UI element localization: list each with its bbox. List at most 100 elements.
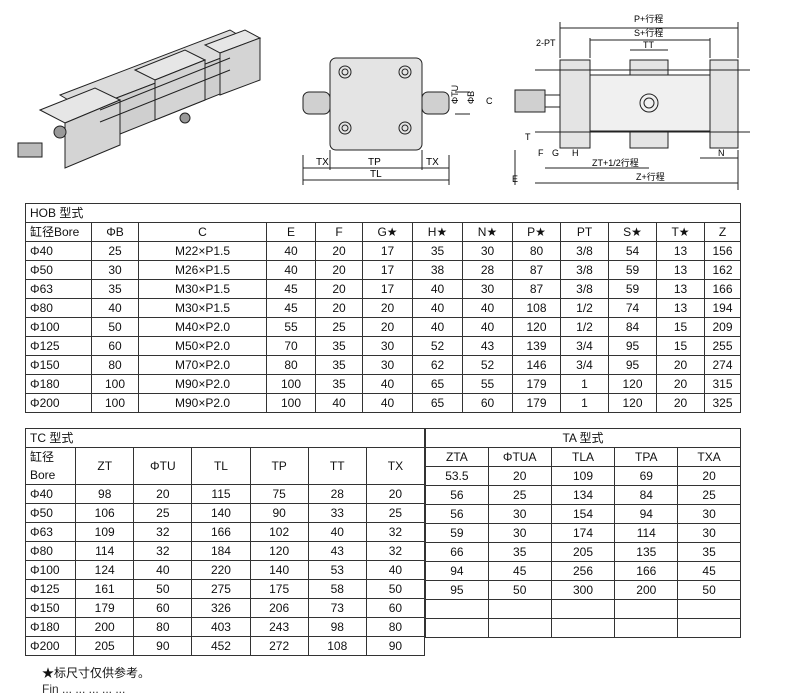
table-cell: M70×P2.0: [138, 355, 267, 375]
table-cell: Φ125: [24, 579, 77, 599]
table-cell: 40: [412, 279, 463, 299]
table-cell: 25: [315, 317, 363, 337]
table-cell: 40: [412, 317, 463, 337]
table-cell: 13: [656, 241, 705, 261]
table-cell: 272: [249, 636, 309, 656]
table-cell: Φ50: [25, 260, 92, 280]
table-cell: [487, 618, 552, 638]
table-cell: 45: [266, 298, 316, 318]
g-label: G: [552, 148, 559, 158]
column-header: TL: [191, 447, 251, 485]
t-label: T: [525, 132, 531, 142]
column-header: PT: [560, 222, 609, 242]
table-cell: 32: [133, 522, 193, 542]
table-cell: 50: [365, 579, 426, 599]
table-cell: 256: [550, 561, 616, 581]
table-cell: 205: [75, 636, 135, 656]
table-cell: 40: [462, 298, 513, 318]
table-cell: [550, 618, 616, 638]
table-cell: 274: [704, 355, 741, 375]
table-cell: 30: [91, 260, 139, 280]
table-cell: Φ150: [25, 355, 92, 375]
table-cell: 25: [365, 503, 426, 523]
table-cell: 200: [75, 617, 135, 637]
table-cell: [677, 618, 741, 638]
column-header: ΦB: [91, 222, 139, 242]
column-header: Z: [704, 222, 741, 242]
table-cell: 30: [462, 279, 513, 299]
table-row: [425, 618, 741, 638]
table-cell: 70: [266, 336, 316, 356]
table-cell: 3/4: [560, 355, 609, 375]
table-cell: Φ100: [24, 560, 77, 580]
column-header: 缸径Bore: [24, 447, 77, 485]
p-stroke-label: P+行程: [634, 13, 663, 24]
table-cell: 30: [362, 355, 413, 375]
table-cell: 98: [307, 617, 367, 637]
table-cell: 120: [512, 317, 561, 337]
table-cell: 45: [266, 279, 316, 299]
table-cell: 35: [315, 374, 363, 394]
table-cell: 35: [677, 542, 741, 562]
column-header: F: [315, 222, 363, 242]
phi-b-label: ΦB: [466, 91, 476, 104]
side-view-drawing: [514, 22, 750, 190]
table-cell: 73: [307, 598, 367, 618]
column-header: TPA: [614, 447, 679, 467]
table-cell: [677, 599, 741, 619]
table-cell: 1/2: [560, 298, 609, 318]
table-cell: [425, 618, 489, 638]
table-cell: [614, 599, 679, 619]
table-cell: 20: [315, 279, 363, 299]
ta-title-row: TA 型式: [425, 428, 741, 448]
table-cell: 20: [362, 298, 413, 318]
table-cell: 32: [365, 541, 426, 561]
table-cell: 53: [307, 560, 367, 580]
table-cell: 66: [425, 542, 489, 562]
table-cell: M50×P2.0: [138, 336, 267, 356]
table-row: [425, 599, 741, 619]
table-cell: 161: [75, 579, 135, 599]
table-cell: 62: [412, 355, 463, 375]
table-cell: 30: [462, 241, 513, 261]
table-cell: 30: [677, 504, 741, 524]
table-cell: 84: [614, 485, 679, 505]
table-cell: 179: [75, 598, 135, 618]
table-cell: 28: [462, 260, 513, 280]
table-cell: 179: [512, 374, 561, 394]
table-cell: 1: [560, 374, 609, 394]
table-cell: 115: [191, 484, 251, 504]
table-cell: 60: [133, 598, 193, 618]
table-cell: 60: [462, 393, 513, 413]
table-cell: 80: [91, 355, 139, 375]
table-cell: M90×P2.0: [138, 393, 267, 413]
table-cell: 50: [677, 580, 741, 600]
table-cell: 20: [365, 484, 426, 504]
table-cell: 87: [512, 260, 561, 280]
table-cell: 40: [362, 374, 413, 394]
phi-tu-label: ΦTU: [450, 85, 460, 104]
table-cell: 20: [315, 260, 363, 280]
table-cell: 243: [249, 617, 309, 637]
ta-title: TA 型式: [425, 428, 741, 448]
table-cell: [614, 618, 679, 638]
table-cell: [425, 599, 489, 619]
table-cell: Φ180: [25, 374, 92, 394]
table-cell: 20: [315, 298, 363, 318]
table-cell: 1: [560, 393, 609, 413]
table-cell: 17: [362, 241, 413, 261]
e-label: E: [512, 174, 518, 184]
table-cell: 30: [487, 504, 552, 524]
table-cell: M90×P2.0: [138, 374, 267, 394]
table-cell: 20: [656, 355, 705, 375]
table-cell: 166: [191, 522, 251, 542]
table-cell: 20: [677, 466, 741, 486]
